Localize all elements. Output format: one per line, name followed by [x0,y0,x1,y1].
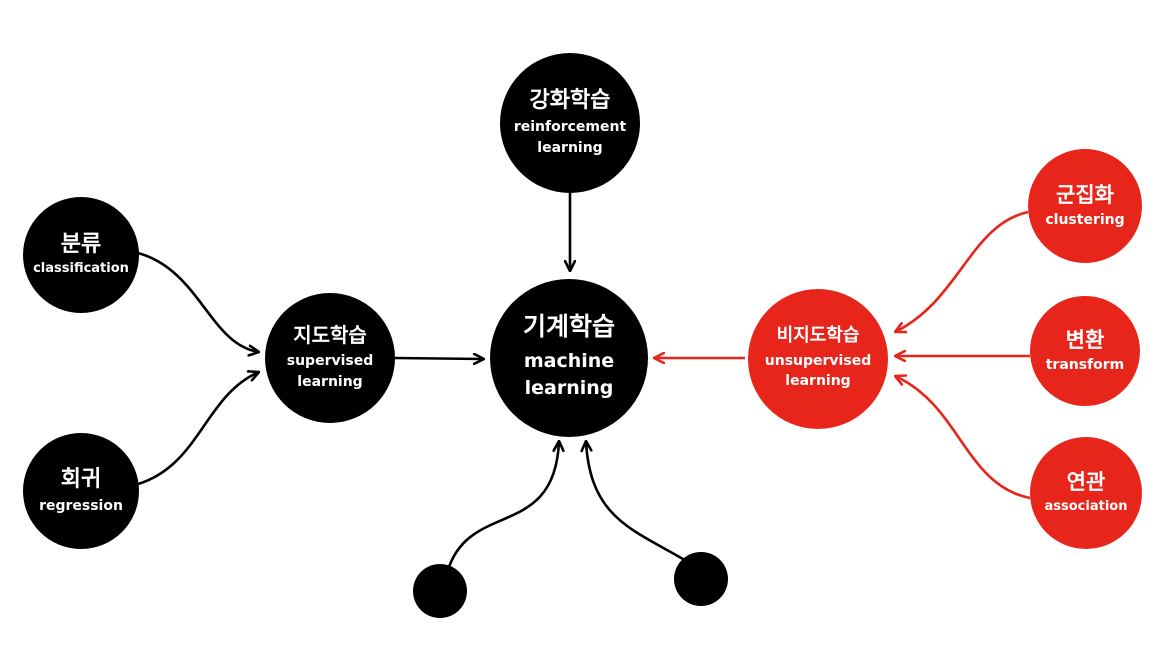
node-supervised-learning-en-2: learning [297,373,363,390]
node-regression-ko: 회귀 [60,467,102,493]
node-unsupervised-learning-ko: 비지도학습 [776,325,860,347]
node-association: 연관 association [1030,437,1142,549]
node-unsupervised-learning: 비지도학습 unsupervised learning [748,289,888,429]
node-clustering-ko: 군집화 [1056,182,1114,207]
node-clustering-en: clustering [1045,211,1125,228]
node-supervised-learning-ko: 지도학습 [293,323,367,348]
node-reinforcement-learning: 강화학습 reinforcement learning [500,53,640,193]
unlabeled-dot-right [674,552,728,606]
arrow-left-dot-to-machine [446,441,559,571]
node-machine-learning-en-2: learning [524,377,614,400]
node-transform-en: transform [1045,356,1125,373]
node-transform: 변환 transform [1030,296,1140,406]
node-association-ko: 연관 [1066,470,1106,495]
node-regression: 회귀 regression [23,433,139,549]
node-machine-learning-ko: 기계학습 [522,312,615,342]
node-reinforcement-learning-ko: 강화학습 [529,88,611,114]
arrow-clustering-to-unsupervised [895,210,1029,332]
node-reinforcement-learning-en-2: learning [537,139,603,156]
node-classification: 분류 classification [23,197,139,313]
arrow-association-to-unsupervised [895,376,1031,500]
node-machine-learning-en-1: machine [523,349,615,372]
node-reinforcement-learning-en-1: reinforcement [513,119,627,136]
arrow-right-dot-to-machine [586,441,689,564]
node-classification-ko: 분류 [60,231,102,257]
node-machine-learning: 기계학습 machine learning [490,279,648,437]
unlabeled-dot-left [413,564,467,618]
node-unsupervised-learning-en-2: learning [785,373,851,390]
node-clustering: 군집화 clustering [1028,149,1142,263]
node-unsupervised-learning-en-1: unsupervised [764,353,872,370]
arrow-supervised-to-machine [393,358,484,359]
node-classification-en: classification [33,261,129,277]
arrow-classification-to-supervised [137,251,259,352]
node-supervised-learning-en-1: supervised [286,353,374,370]
arrow-regression-to-supervised [137,372,259,486]
node-regression-en: regression [39,497,123,514]
node-association-en: association [1044,498,1128,514]
node-supervised-learning: 지도학습 supervised learning [265,293,395,423]
node-transform-ko: 변환 [1065,327,1105,352]
